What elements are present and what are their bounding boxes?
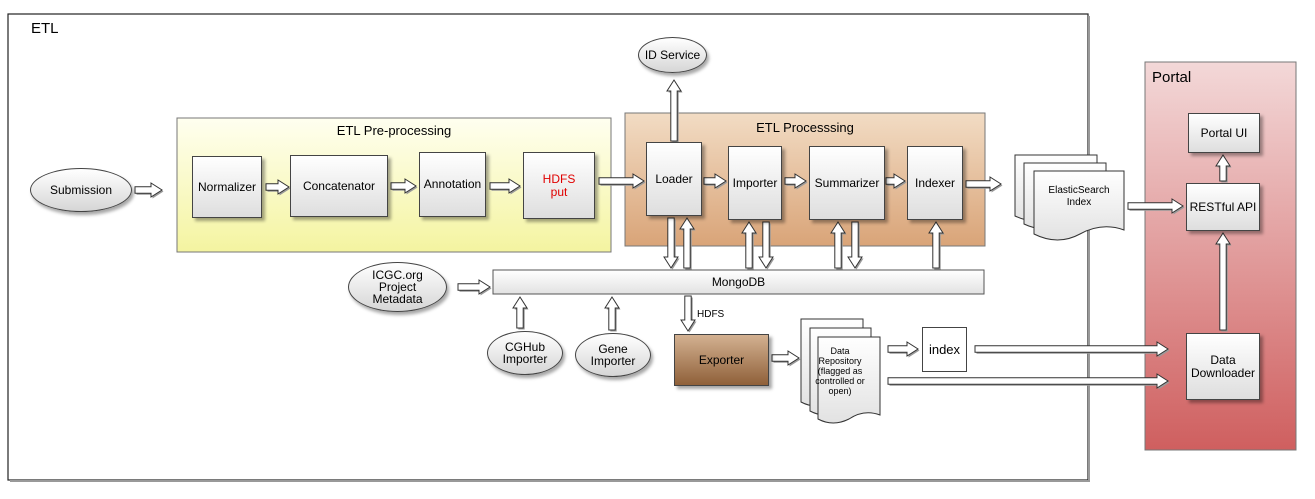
summarizer-node: Summarizer <box>809 146 885 220</box>
arrow-icgc-mongodb <box>457 279 491 295</box>
exporter-node: Exporter <box>674 334 769 386</box>
mongodb-label: MongoDB <box>711 275 766 289</box>
data-downloader-node: Data Downloader <box>1186 333 1260 400</box>
arrow-mongodb-exporter <box>680 295 696 332</box>
portal-ui-node: Portal UI <box>1188 113 1260 153</box>
arrow-loader-idservice <box>666 79 682 142</box>
arrow-indexer-elasticsearch <box>965 176 1002 192</box>
normalizer-node: Normalizer <box>192 156 262 218</box>
id-service-node: ID Service <box>638 37 707 73</box>
arrow-concatenator-annotation <box>390 178 417 194</box>
submission-node: Submission <box>30 168 132 212</box>
index-node: index <box>922 327 967 372</box>
arrow-restful-portalui <box>1215 154 1231 182</box>
arrow-importer-mongodb <box>758 221 774 269</box>
arrow-repository-downloader <box>887 373 1169 389</box>
annotation-node: Annotation <box>419 152 486 217</box>
arrow-mongodb-importer <box>741 221 757 269</box>
importer-node: Importer <box>728 146 782 220</box>
arrow-downloader-restful <box>1215 232 1231 331</box>
gene-importer-node: Gene Importer <box>575 333 651 377</box>
portal-title: Portal <box>1152 69 1192 86</box>
loader-node: Loader <box>646 142 702 216</box>
arrow-hdfsput-loader <box>598 173 645 189</box>
arrow-mongodb-summarizer <box>830 221 846 269</box>
hdfs-edge-label: HDFS <box>697 309 725 320</box>
arrow-importer-summarizer <box>784 173 807 189</box>
arrow-mongodb-indexer <box>928 221 944 269</box>
arrow-index-downloader <box>974 341 1169 357</box>
elasticsearch-label: ElasticSearch Index <box>1048 185 1110 208</box>
elasticsearch-doc-stack <box>1014 154 1125 241</box>
indexer-node: Indexer <box>907 146 963 220</box>
arrow-loader-importer <box>703 173 727 189</box>
data-repository-doc-stack <box>800 318 881 424</box>
arrow-mongodb-loader <box>679 217 695 269</box>
arrow-repository-index <box>887 341 919 357</box>
arrow-exporter-repository <box>771 350 800 366</box>
arrow-submission-normalizer <box>134 182 163 198</box>
arrow-elasticsearch-restful <box>1127 198 1184 214</box>
preprocessing-title: ETL Pre-processing <box>336 123 452 138</box>
processing-title: ETL Processsing <box>756 120 854 135</box>
arrow-summarizer-indexer <box>885 173 906 189</box>
arrow-loader-mongodb <box>663 217 679 269</box>
arrow-gene-mongodb <box>604 296 620 331</box>
restful-api-node: RESTful API <box>1186 183 1260 231</box>
icgc-metadata-node: ICGC.org Project Metadata <box>348 262 447 312</box>
concatenator-node: Concatenator <box>290 155 388 217</box>
arrow-cghub-mongodb <box>512 296 528 329</box>
etl-title: ETL <box>31 20 59 37</box>
hdfs-put-node: HDFS put <box>523 152 595 219</box>
arrow-summarizer-mongodb <box>847 221 863 269</box>
mongodb-bar <box>492 269 985 295</box>
arrow-normalizer-concatenator <box>265 179 290 195</box>
cghub-importer-node: CGHub Importer <box>487 331 563 375</box>
arrow-annotation-hdfsput <box>489 178 521 194</box>
data-repository-label: Data Repository (flagged as controlled o… <box>815 346 865 396</box>
